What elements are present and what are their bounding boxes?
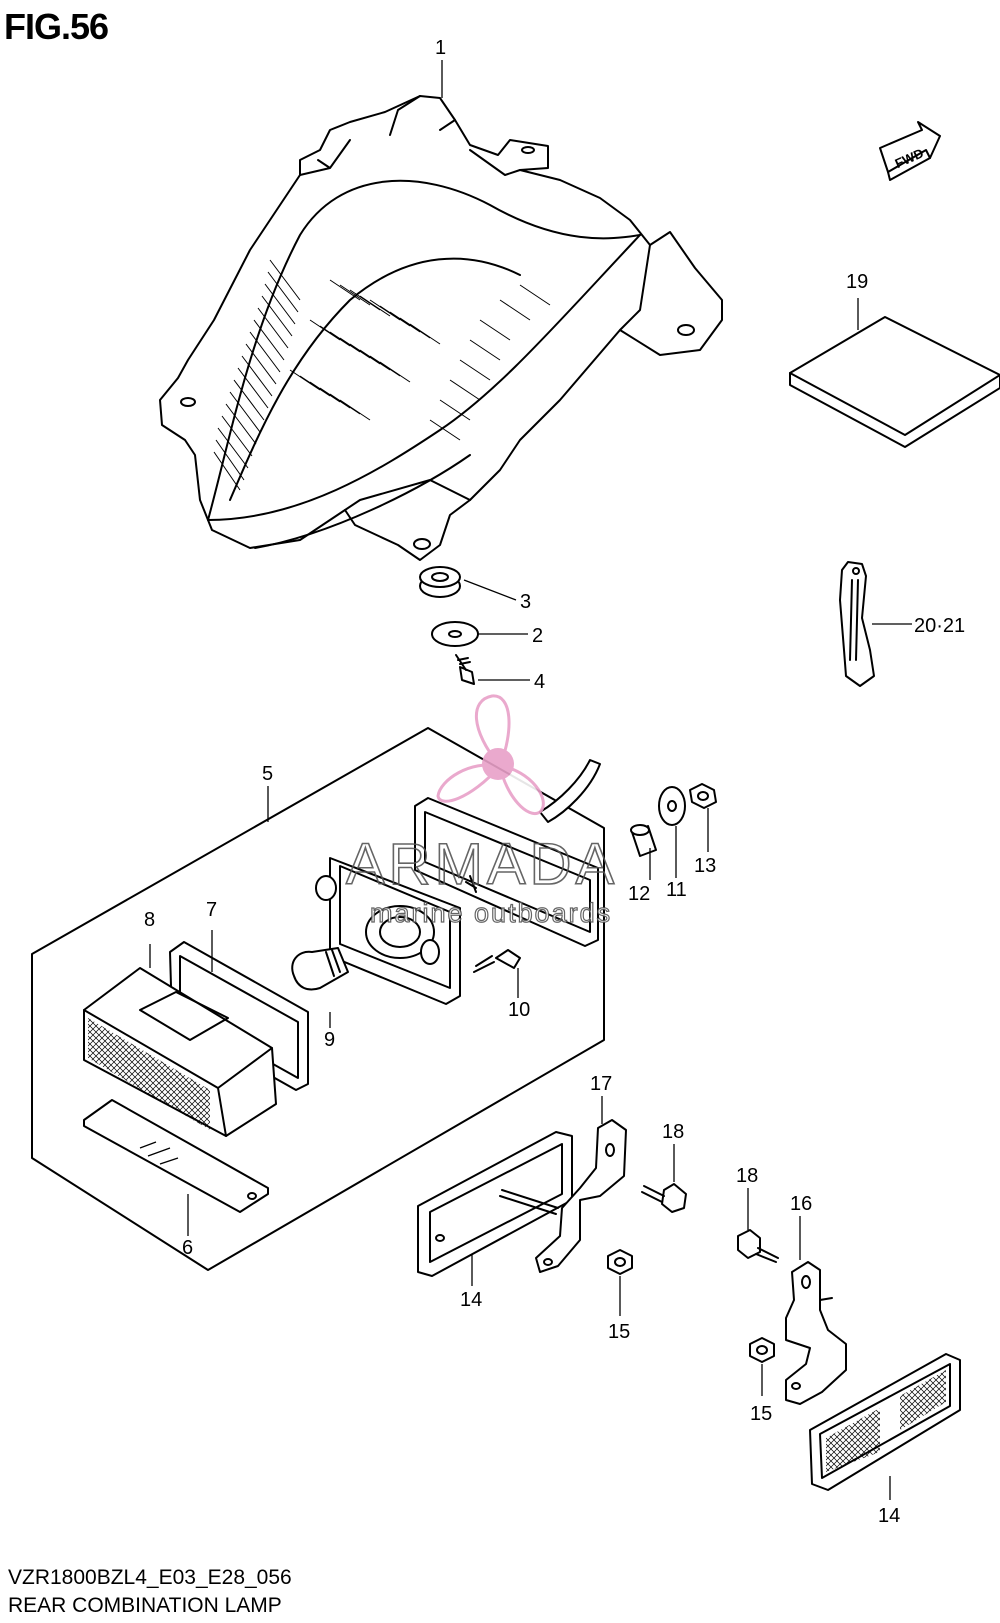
lamp-nut <box>689 783 717 809</box>
washer <box>431 621 479 647</box>
callout-2: 2 <box>532 625 543 647</box>
reflector-bracket-right <box>785 1261 847 1405</box>
reflector-right <box>809 1353 961 1491</box>
callout-19: 19 <box>846 271 868 293</box>
bulb <box>291 947 349 991</box>
model-code: VZR1800BZL4_E03_E28_056 <box>8 1566 292 1589</box>
watermark-tagline: marine outboards <box>370 898 612 928</box>
callout-10: 10 <box>508 999 530 1021</box>
callout-18-right: 18 <box>736 1165 758 1187</box>
callout-13: 13 <box>694 855 716 877</box>
callout-1: 1 <box>435 37 446 59</box>
watermark-logo-icon <box>436 694 545 816</box>
callout-3: 3 <box>520 591 531 613</box>
reflector-bracket-left <box>499 1119 627 1273</box>
figure-title: REAR COMBINATION LAMP <box>8 1594 282 1617</box>
watermark: ARMADA marine outboards <box>345 694 618 929</box>
figure-label: FIG.56 <box>4 6 109 47</box>
callout-5: 5 <box>262 763 273 785</box>
callout-15-right: 15 <box>750 1403 772 1425</box>
socket-screw <box>473 949 521 973</box>
bracket-bolt-right <box>737 1229 779 1263</box>
rubber-grommet <box>419 566 461 598</box>
tail-lamp-housing <box>159 95 723 561</box>
bracket-bolt-left <box>641 1183 687 1213</box>
plain-washer <box>658 786 686 826</box>
license-lens-plate <box>83 1099 269 1213</box>
callout-18-left: 18 <box>662 1121 684 1143</box>
leader-lines <box>149 60 912 1500</box>
callout-8: 8 <box>144 909 155 931</box>
callout-9: 9 <box>324 1029 335 1051</box>
callout-14-left: 14 <box>460 1289 482 1311</box>
callout-14-right: 14 <box>878 1505 900 1527</box>
callout-4: 4 <box>534 671 545 693</box>
callout-6: 6 <box>182 1237 193 1259</box>
callout-16: 16 <box>790 1193 812 1215</box>
tail-lamp-lens <box>83 967 277 1137</box>
forward-direction-arrow <box>879 121 941 181</box>
lamp-socket-assembly <box>315 759 601 1005</box>
callout-11: 11 <box>666 879 687 901</box>
callout-7: 7 <box>206 899 217 921</box>
bushing <box>630 824 657 857</box>
label-sheet <box>789 316 1000 448</box>
harness-clamp <box>839 561 875 687</box>
watermark-brand: ARMADA <box>346 832 618 897</box>
screw <box>455 654 475 685</box>
callout-20-21: 20·21 <box>914 615 965 637</box>
lamp-kit-outline <box>31 727 605 1271</box>
bracket-nut-right <box>749 1337 775 1363</box>
callout-17: 17 <box>590 1073 612 1095</box>
bracket-nut-left <box>607 1249 633 1275</box>
callout-12: 12 <box>628 883 650 905</box>
callout-15-left: 15 <box>608 1321 630 1343</box>
